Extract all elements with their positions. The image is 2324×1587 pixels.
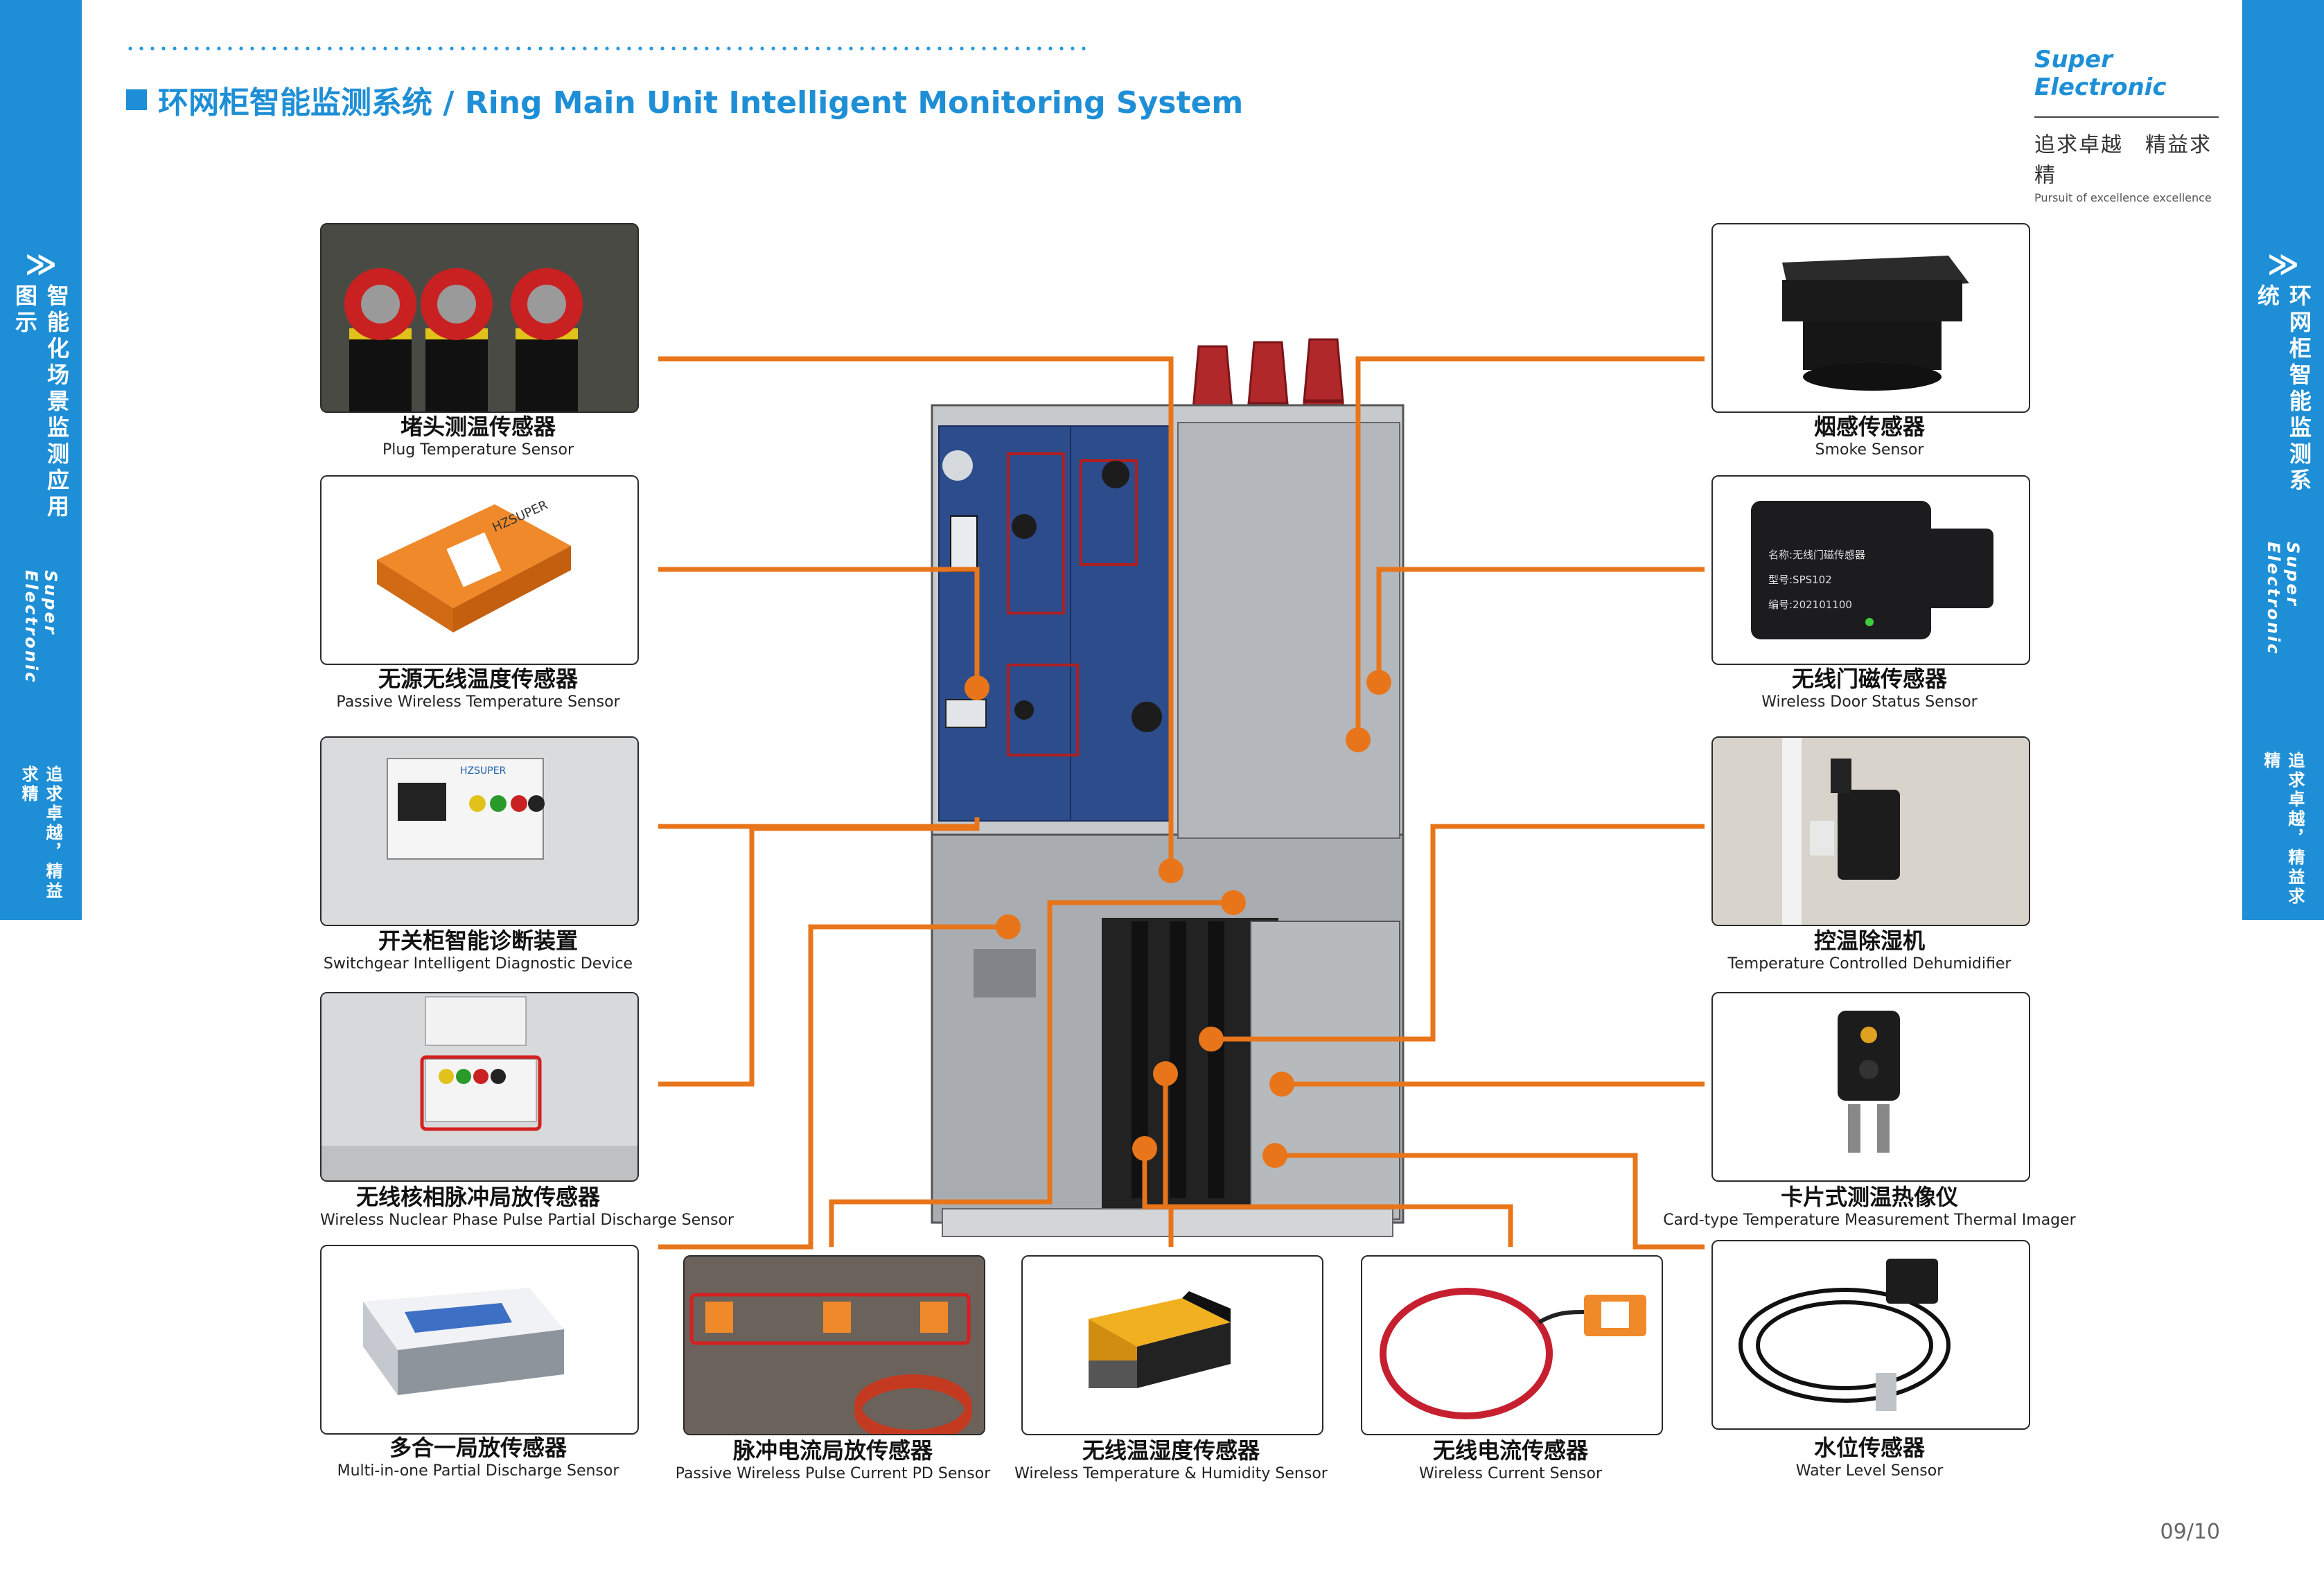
sensor-name-en: Plug Temperature Sensor xyxy=(382,441,574,459)
diagnostic-device-photo: HZSUPER xyxy=(322,738,637,925)
pulse-current-pd-sensor-card xyxy=(683,1255,985,1435)
sensor-name-cn: 多合一局放传感器 xyxy=(389,1435,567,1461)
passive-wireless-temperature-sensor-label: 无源无线温度传感器 Passive Wireless Temperature S… xyxy=(320,665,636,712)
page-title: 环网柜智能监测系统 / Ring Main Unit Intelligent M… xyxy=(126,78,1243,122)
thermal-imager-label: 卡片式测温热像仪 Card-type Temperature Measureme… xyxy=(1608,1183,2131,1230)
sensor-name-en: Wireless Nuclear Phase Pulse Partial Dis… xyxy=(320,1212,734,1229)
left-band-motto: 追求卓越，精益求精 xyxy=(19,765,62,901)
door-sensor-photo: 名称:无线门磁传感器 型号:SPS102 编号:202101100 xyxy=(1751,501,1993,639)
orange-temperature-sensor-photo: HZSUPER xyxy=(377,498,571,632)
dehumidifier-photo xyxy=(1713,738,2029,925)
sensor-name-en: Wireless Door Status Sensor xyxy=(1761,693,1978,711)
dehumidifier-label: 控温除湿机 Temperature Controlled Dehumidifie… xyxy=(1711,927,2027,974)
brand-name: Super Electronic xyxy=(2034,46,2167,101)
door-sensor-name-line: 名称:无线门磁传感器 xyxy=(1768,549,1865,561)
brand-slogan-cn: 追求卓越 精益求精 xyxy=(2034,133,2212,188)
sensor-name-cn: 无线核相脉冲局放传感器 xyxy=(355,1184,600,1210)
left-band-brand: Super Electronic xyxy=(21,569,60,684)
temperature-humidity-sensor-label: 无线温湿度传感器 Wireless Temperature & Humidity… xyxy=(998,1437,1344,1484)
sensor-name-cn: 控温除湿机 xyxy=(1813,928,1925,954)
sensor-name-cn: 无线温湿度传感器 xyxy=(1082,1437,1260,1464)
sensor-name-en: Card-type Temperature Measurement Therma… xyxy=(1663,1212,2076,1229)
water-level-sensor-photo xyxy=(1738,1259,1951,1411)
sensor-name-en: Passive Wireless Temperature Sensor xyxy=(336,693,620,711)
page-title-text: 环网柜智能监测系统 / Ring Main Unit Intelligent M… xyxy=(158,85,1244,121)
wireless-current-sensor-card xyxy=(1361,1255,1663,1435)
water-level-sensor-card xyxy=(1711,1240,2030,1430)
sensor-name-en: Wireless Temperature & Humidity Sensor xyxy=(1014,1465,1328,1482)
connector-lines xyxy=(658,356,1705,1250)
sensor-name-en: Smoke Sensor xyxy=(1815,441,1924,459)
right-band-title: 环网柜智能监测系统 xyxy=(2254,284,2312,495)
nuclear-phase-pd-sensor-label: 无线核相脉冲局放传感器 Wireless Nuclear Phase Pulse… xyxy=(320,1183,734,1230)
door-sensor-model-line: 型号:SPS102 xyxy=(1768,574,1832,586)
sensor-name-cn: 无源无线温度传感器 xyxy=(378,666,578,692)
plug-temperature-sensor-card xyxy=(320,223,639,413)
sensor-name-cn: 堵头测温传感器 xyxy=(400,414,556,440)
plug-temperature-sensor-label: 堵头测温传感器 Plug Temperature Sensor xyxy=(320,413,636,460)
smoke-sensor-photo xyxy=(1782,256,1969,391)
sensor-name-cn: 卡片式测温热像仪 xyxy=(1780,1184,1958,1210)
sensor-name-en: Temperature Controlled Dehumidifier xyxy=(1727,955,2012,973)
switchgear-diagnostic-device-card: HZSUPER xyxy=(320,736,639,926)
brand-block: Super Electronic 追求卓越 精益求精 Pursuit of ex… xyxy=(2034,46,2221,204)
right-band-motto: 追求卓越，精益求精 xyxy=(2261,751,2305,907)
sensor-name-cn: 水位传感器 xyxy=(1813,1435,1925,1461)
passive-wireless-temperature-sensor-card: HZSUPER xyxy=(320,475,639,665)
right-side-band: ≫ 环网柜智能监测系统 Super Electronic 追求卓越，精益求精 xyxy=(2242,0,2324,920)
door-sensor-serial-line: 编号:202101100 xyxy=(1768,599,1852,611)
sensor-name-cn: 开关柜智能诊断装置 xyxy=(378,928,578,954)
sensor-name-en: Switchgear Intelligent Diagnostic Device xyxy=(323,955,633,973)
sensor-location-dots xyxy=(965,670,1391,1168)
cabinet-illustration xyxy=(931,338,1405,1237)
sensor-name-en: Multi-in-one Partial Discharge Sensor xyxy=(337,1462,619,1480)
sensor-name-cn: 无线电流传感器 xyxy=(1432,1437,1588,1464)
temp-humidity-sensor-photo xyxy=(1089,1291,1231,1388)
title-square-icon xyxy=(126,89,147,110)
chevron-down-icon: ≫ xyxy=(24,247,58,282)
pulse-current-sensor-photo xyxy=(685,1257,984,1434)
pulse-current-pd-sensor-label: 脉冲电流局放传感器 Passive Wireless Pulse Current… xyxy=(660,1437,1006,1484)
right-band-brand: Super Electronic xyxy=(2264,541,2303,656)
sensor-name-cn: 脉冲电流局放传感器 xyxy=(732,1437,933,1464)
door-status-sensor-label: 无线门磁传感器 Wireless Door Status Sensor xyxy=(1711,665,2027,712)
smoke-sensor-label: 烟感传感器 Smoke Sensor xyxy=(1711,413,2027,460)
thermal-imager-photo xyxy=(1838,1011,1900,1153)
sensor-name-en: Wireless Current Sensor xyxy=(1418,1465,1603,1482)
multi-in-one-pd-sensor-card xyxy=(320,1245,639,1435)
thermal-imager-card xyxy=(1711,992,2030,1182)
sensor-name-en: Passive Wireless Pulse Current PD Sensor xyxy=(675,1465,991,1482)
plug-sensor-photo xyxy=(322,224,637,411)
chevron-down-icon: ≫ xyxy=(2266,247,2300,282)
dehumidifier-card xyxy=(1711,736,2030,926)
switchgear-diagnostic-device-label: 开关柜智能诊断装置 Switchgear Intelligent Diagnos… xyxy=(320,927,636,974)
nuclear-phase-sensor-photo xyxy=(322,993,637,1180)
left-band-title: 智能化场景监测应用图示 xyxy=(12,284,70,521)
smoke-sensor-card xyxy=(1711,223,2030,413)
sensor-name-en: Water Level Sensor xyxy=(1795,1462,1944,1480)
wireless-current-sensor-label: 无线电流传感器 Wireless Current Sensor xyxy=(1337,1437,1684,1484)
door-status-sensor-card: 名称:无线门磁传感器 型号:SPS102 编号:202101100 xyxy=(1711,475,2030,665)
left-side-band: ≫ 智能化场景监测应用图示 Super Electronic 追求卓越，精益求精 xyxy=(0,0,82,920)
current-sensor-photo xyxy=(1380,1288,1646,1419)
multi-in-one-pd-sensor-label: 多合一局放传感器 Multi-in-one Partial Discharge … xyxy=(320,1434,636,1481)
nuclear-phase-pd-sensor-card xyxy=(320,992,639,1182)
sensor-name-cn: 烟感传感器 xyxy=(1813,414,1925,440)
sensor-name-cn: 无线门磁传感器 xyxy=(1791,666,1947,692)
temperature-humidity-sensor-card xyxy=(1021,1255,1323,1435)
device-logo-text: HZSUPER xyxy=(460,765,507,777)
multi-pd-sensor-photo xyxy=(363,1288,564,1395)
water-level-sensor-label: 水位传感器 Water Level Sensor xyxy=(1711,1434,2027,1481)
page-number: 09/10 xyxy=(2160,1520,2220,1544)
dotted-divider xyxy=(125,46,1092,51)
brand-slogan-en: Pursuit of excellence excellence xyxy=(2034,191,2212,204)
brand-rule xyxy=(2034,107,2219,118)
